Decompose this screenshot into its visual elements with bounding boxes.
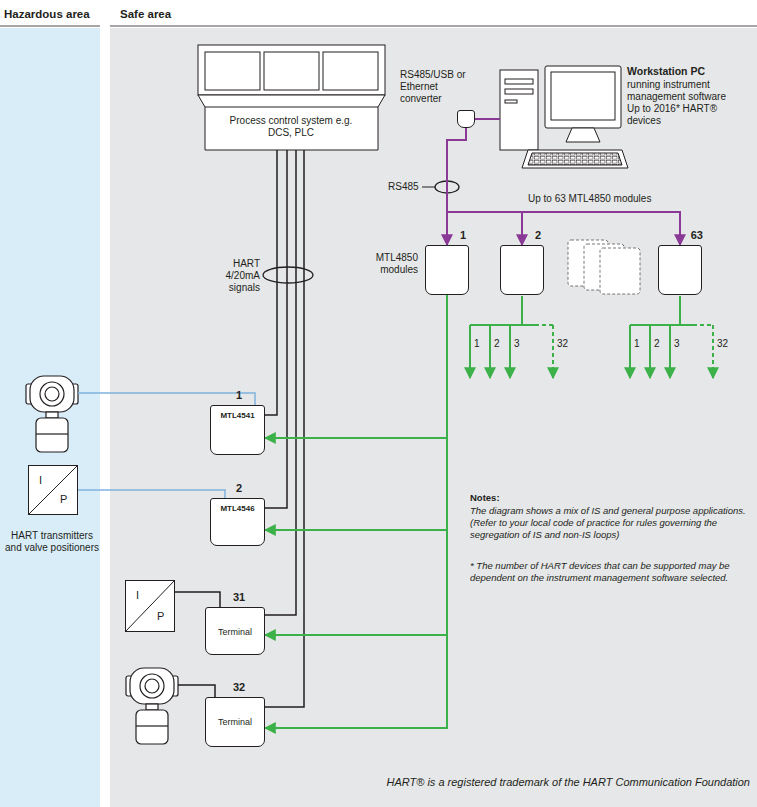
connector	[447, 128, 680, 245]
ip-letter: P	[60, 493, 67, 505]
pc-description: running instrument management software U…	[627, 79, 737, 127]
callout-number: 2	[236, 482, 242, 494]
module-name: MTL4546	[211, 503, 264, 515]
mtl4850-module: 2	[500, 245, 544, 295]
ip-letter: P	[157, 610, 164, 622]
module-name: MTL4541	[211, 410, 264, 422]
mtl4850-module: 63	[658, 245, 702, 295]
signal-label: HART 4/20mA signals	[198, 258, 260, 294]
control-system: Process control system e.g. DCS, PLC	[198, 45, 385, 150]
leader-line	[422, 187, 435, 188]
field-wire	[178, 685, 215, 697]
header-rule	[110, 26, 757, 27]
terminal-name: Terminal	[206, 626, 264, 638]
ip-letter: I	[39, 474, 42, 486]
connector	[265, 295, 447, 728]
transmitter-icon	[26, 376, 78, 452]
area-heading: Hazardous area	[4, 8, 104, 20]
channel-number: 32	[717, 338, 733, 350]
connector	[78, 490, 225, 498]
console-drawing	[198, 45, 385, 150]
transmitter-icon	[126, 668, 178, 744]
trademark-note: HART® is a registered trademark of the H…	[380, 776, 750, 788]
channel-number: 3	[514, 338, 526, 350]
channel-number: 1	[474, 338, 486, 350]
bus-label: RS485	[388, 181, 422, 193]
ip-diagonal	[125, 580, 175, 632]
connector	[265, 295, 447, 438]
connector	[265, 150, 304, 707]
notes-heading: Notes:	[470, 492, 570, 504]
callout-number: 1	[236, 389, 242, 401]
connector	[175, 592, 220, 607]
system-label: Process control system e.g. DCS, PLC	[221, 115, 361, 139]
module-label: MTL4850 modules	[358, 252, 418, 276]
ip-converter: IP	[125, 580, 175, 632]
callout-number: 1	[460, 229, 466, 241]
workstation-pc: Workstation PCrunning instrument managem…	[500, 65, 625, 170]
ip-fill	[125, 580, 175, 632]
connector	[265, 150, 277, 415]
connector	[447, 128, 466, 245]
connector	[265, 295, 447, 530]
header-rule	[0, 26, 100, 27]
channel-number: 3	[674, 338, 686, 350]
connector	[265, 150, 287, 508]
isolator-module: 1MTL4541	[210, 405, 265, 455]
connector	[265, 150, 296, 615]
callout-number: 31	[233, 591, 245, 603]
fan-out	[470, 296, 713, 378]
bundle-ellipse	[263, 267, 313, 283]
terminal-name: Terminal	[206, 716, 264, 728]
ip-converter: IP	[28, 465, 78, 515]
ip-diagonal	[28, 465, 78, 515]
ip-fill	[28, 465, 78, 515]
ip-letter: I	[136, 589, 139, 601]
area-heading: Safe area	[120, 8, 240, 20]
channel-number: 2	[494, 338, 506, 350]
converter-box: RS485/USB or Ethernet converter	[457, 110, 475, 128]
channel-number: 1	[634, 338, 646, 350]
terminal-box: 31Terminal	[205, 607, 265, 655]
connector	[447, 128, 522, 245]
mtl4850-module: 1	[425, 245, 469, 295]
callout-number: 32	[233, 681, 245, 693]
ghost-modules	[568, 240, 640, 294]
field-wire	[78, 393, 255, 405]
device-caption: HART transmitters and valve positioners	[4, 530, 100, 554]
bus-note: Up to 63 MTL4850 modules	[528, 193, 678, 205]
terminal-box: 32Terminal	[205, 697, 265, 747]
pc-drawing	[500, 66, 628, 168]
connector	[265, 295, 447, 635]
note-text: * The number of HART devices that can be…	[470, 560, 740, 584]
isolator-module: 2MTL4546	[210, 498, 265, 546]
callout-number: 2	[535, 229, 541, 241]
note-text: The diagram shows a mix of IS and genera…	[470, 505, 752, 541]
connector	[475, 118, 500, 120]
callout-number: 63	[691, 229, 703, 241]
channel-number: 2	[654, 338, 666, 350]
pc-heading: Workstation PC	[627, 65, 751, 77]
converter-label: RS485/USB or Ethernet converter	[400, 69, 474, 105]
channel-number: 32	[557, 338, 573, 350]
